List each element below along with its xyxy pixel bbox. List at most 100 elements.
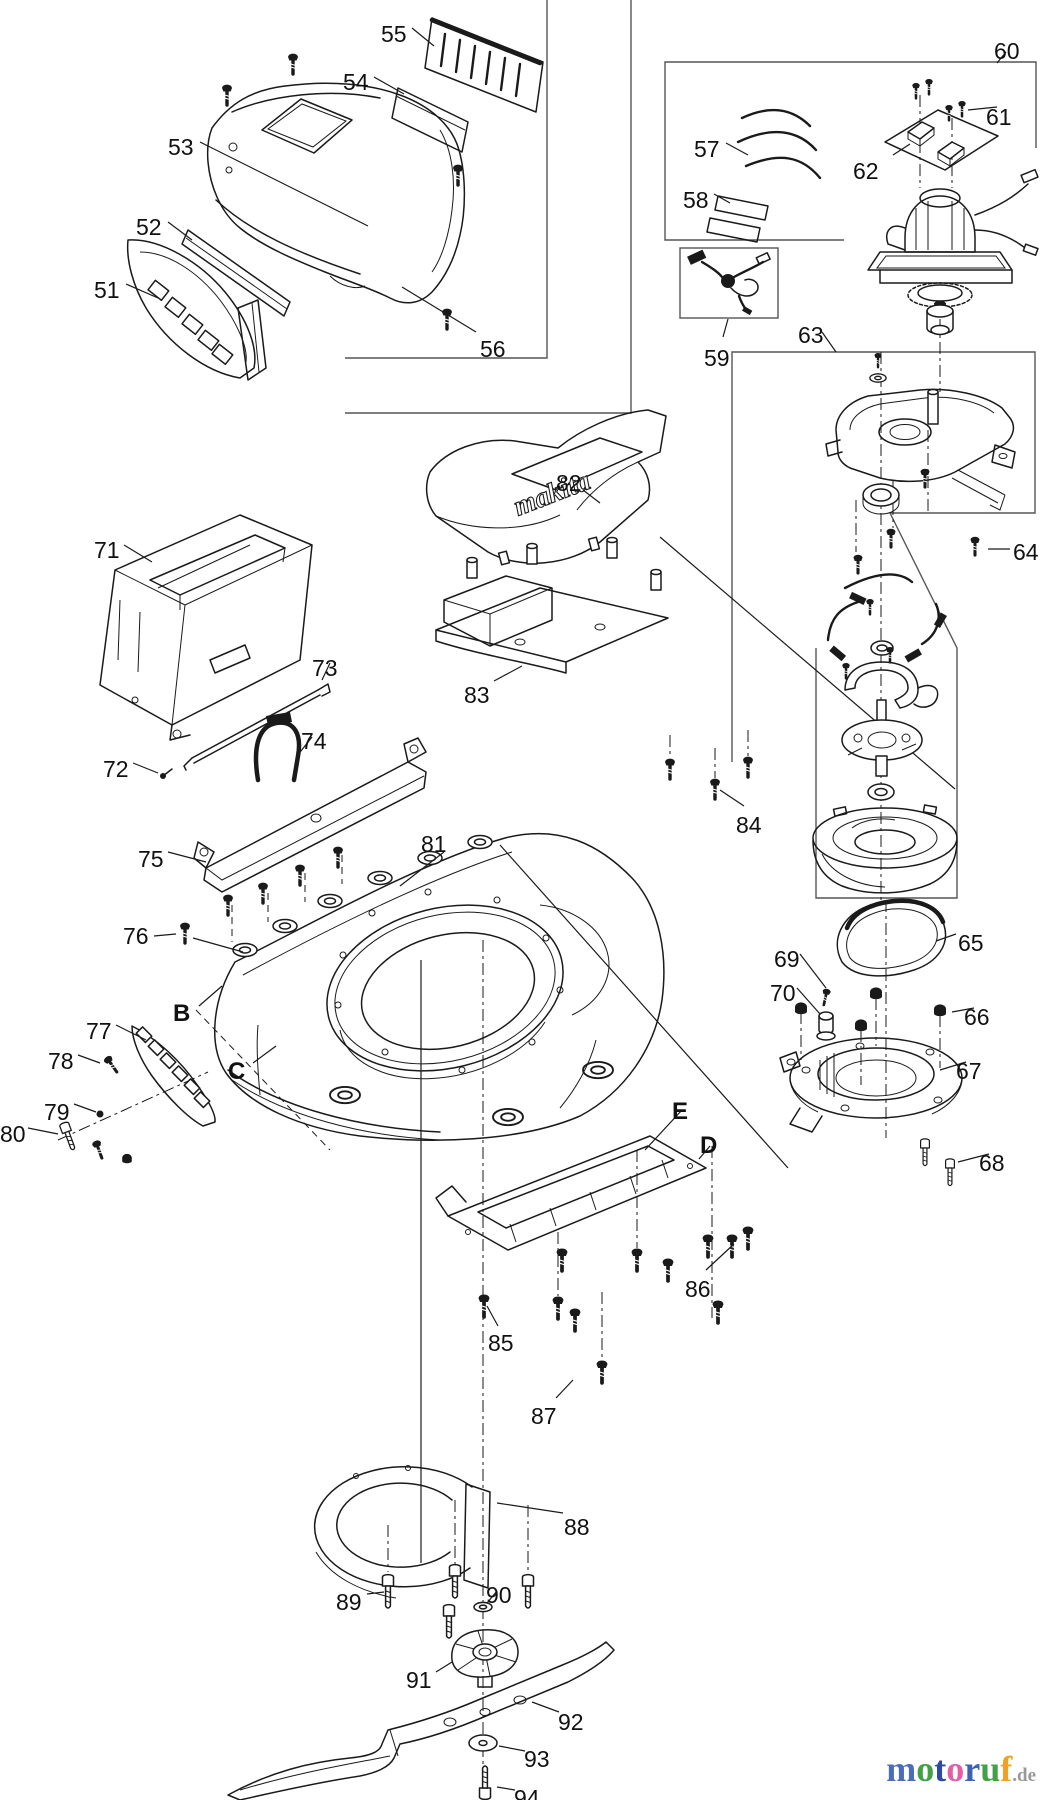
part-label-80: 80: [0, 1121, 26, 1147]
part-label-89: 89: [336, 1589, 362, 1615]
section-label-B: B: [173, 1000, 190, 1027]
watermark-letter: m: [886, 1749, 917, 1789]
part-91-blade-holder: [451, 1629, 519, 1688]
part-51-grille: [126, 239, 267, 381]
part-label-86: 86: [685, 1276, 711, 1302]
part-92-blade: [227, 1641, 615, 1800]
part-label-67: 67: [956, 1058, 982, 1084]
part-93-washer: [468, 1734, 498, 1752]
part-label-88: 88: [564, 1514, 590, 1540]
section-label-E: E: [672, 1098, 688, 1125]
clutch-yoke: [840, 645, 939, 709]
watermark-suffix: .de: [1012, 1765, 1036, 1786]
part-label-53: 53: [168, 134, 194, 160]
part-label-93: 93: [524, 1746, 550, 1772]
watermark-letter: t: [934, 1749, 947, 1789]
part-label-64: 64: [1013, 539, 1039, 565]
part-65-belt: [836, 898, 947, 977]
part-label-84: 84: [736, 812, 762, 838]
bearing-lower: [867, 783, 895, 801]
part-label-94: 94: [514, 1785, 540, 1800]
part-57-cables: [736, 108, 822, 180]
part-label-75: 75: [138, 846, 164, 872]
part-58-films: [706, 195, 769, 243]
part-label-71: 71: [94, 537, 120, 563]
part-76-screw: [178, 920, 192, 945]
part-label-91: 91: [406, 1667, 432, 1693]
part-label-77: 77: [86, 1018, 112, 1044]
part-67-clutch-housing: [779, 1037, 963, 1187]
part-73-rod: [183, 683, 331, 771]
projection-lines: [195, 536, 956, 1563]
part-label-78: 78: [48, 1048, 74, 1074]
leader-lines: [27, 27, 1010, 1791]
part-label-59: 59: [704, 345, 730, 371]
part-label-66: 66: [964, 1004, 990, 1030]
gear-case: [825, 351, 1016, 511]
watermark-letter: o: [946, 1749, 965, 1789]
watermark-letter: r: [964, 1749, 981, 1789]
fan-housing: [812, 804, 958, 894]
part-label-79: 79: [44, 1099, 70, 1125]
part-label-81: 81: [421, 831, 447, 857]
part-label-54: 54: [343, 69, 369, 95]
section-label-D: D: [700, 1132, 717, 1159]
part-label-60: 60: [994, 38, 1020, 64]
watermark-logo: motoruf.de: [856, 1748, 1036, 1790]
watermark-letter: f: [1000, 1749, 1013, 1789]
part-94-bolt: [478, 1765, 492, 1800]
watermark-letters: motoruf: [886, 1749, 1012, 1789]
spindle-hub: [841, 699, 923, 777]
part-label-85: 85: [488, 1330, 514, 1356]
part-label-74: 74: [301, 728, 327, 754]
part-label-52: 52: [136, 214, 162, 240]
part-label-90: 90: [486, 1582, 512, 1608]
bearing-upper: [862, 483, 900, 515]
section-label-C: C: [228, 1058, 245, 1085]
part-label-58: 58: [683, 187, 709, 213]
motor-pulley: [926, 300, 954, 336]
part-52-trim-strip: [181, 229, 291, 317]
part-66-69-70-fasteners: [795, 986, 946, 1041]
part-label-68: 68: [979, 1150, 1005, 1176]
part-label-76: 76: [123, 923, 149, 949]
part-59-wiring-harness: [687, 249, 771, 316]
part-label-70: 70: [770, 980, 796, 1006]
gearcase-screws: [851, 467, 982, 575]
part-label-61: 61: [986, 104, 1012, 130]
part-label-82: 82: [556, 470, 582, 496]
part-label-55: 55: [381, 21, 407, 47]
part-77-comb: [58, 1025, 216, 1164]
skid-plate: [435, 1135, 707, 1251]
watermark-letter: u: [980, 1749, 1001, 1789]
part-label-62: 62: [853, 158, 879, 184]
part-71-cover: [99, 514, 313, 741]
part-55-vent-strip: [424, 17, 544, 113]
part-label-87: 87: [531, 1403, 557, 1429]
part-74-spring: [253, 712, 302, 783]
part-53-rear-cover: [206, 82, 466, 304]
part-label-69: 69: [774, 946, 800, 972]
part-label-92: 92: [558, 1709, 584, 1735]
part-label-65: 65: [958, 930, 984, 956]
part-label-72: 72: [103, 756, 129, 782]
part-83-tray: [435, 536, 755, 801]
watermark-letter: o: [916, 1749, 935, 1789]
part-label-51: 51: [94, 277, 120, 303]
part-label-57: 57: [694, 136, 720, 162]
part-75-baffle-bar: [193, 737, 427, 917]
part-72-pin: [160, 768, 173, 779]
motor-assembly: [867, 168, 1039, 308]
part-label-63: 63: [798, 322, 824, 348]
part-label-73: 73: [312, 655, 338, 681]
part-54-panel: [391, 87, 469, 153]
part-62-terminal-plate: [884, 109, 999, 171]
section-boundaries: [345, 0, 1037, 899]
part-81-deck-housing: [213, 832, 665, 1141]
part-label-56: 56: [480, 336, 506, 362]
part-82-makita-cover: makita: [425, 409, 667, 566]
brand-logo-text: makita: [509, 465, 594, 522]
part-labels: 51 52 53 54 55 56 57 58 59 60 61 62 63 6…: [0, 21, 1039, 1800]
